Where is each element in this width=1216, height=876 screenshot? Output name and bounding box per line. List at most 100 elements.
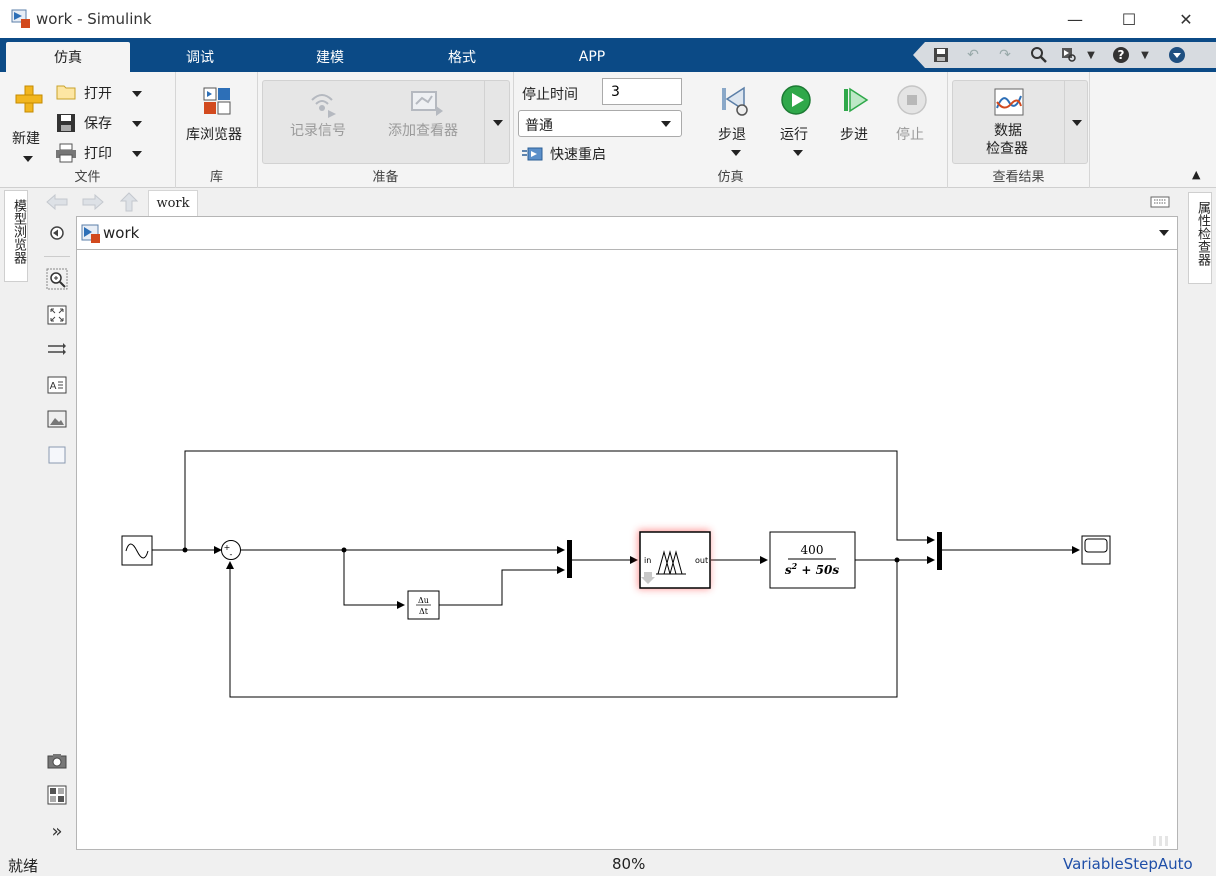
model-address-bar[interactable]: work [76,216,1178,250]
resize-grip-icon [1153,836,1168,846]
log-signals-button[interactable]: 记录信号 [280,86,366,156]
save-icon[interactable] [931,45,951,65]
chevron-down-icon [493,120,503,126]
sum-block[interactable]: + - [221,540,241,560]
library-browser-button[interactable]: 库浏览器 [182,78,252,158]
chevron-down-icon[interactable] [1159,230,1169,236]
library-section-label: 库 [209,170,223,185]
run-button[interactable]: 运行 [772,80,824,164]
print-button[interactable]: 打印 [54,140,154,164]
signal-line[interactable] [343,550,405,609]
up-arrow-icon[interactable] [120,192,138,212]
image-button[interactable] [46,408,68,430]
zoom-button[interactable] [46,268,68,290]
save-button[interactable]: 保存 [54,110,154,134]
fit-to-view-button[interactable] [46,304,68,326]
snapshot-button[interactable] [46,750,68,772]
simulation-mode-select[interactable]: 普通 [518,110,682,137]
data-inspector-button[interactable]: 数据 检查器 [954,82,1062,162]
fast-restart-toggle[interactable]: 快速重启 [520,142,630,166]
help-icon[interactable]: ? [1111,45,1131,65]
expand-ribbon-icon[interactable]: ▲ [1192,168,1201,181]
step-forward-button[interactable]: 步进 [832,80,884,164]
solver-link[interactable]: VariableStepAuto [1063,855,1193,873]
tab-apps[interactable]: APP [578,49,606,65]
tab-modeling[interactable]: 建模 [316,50,344,66]
chevron-down-icon[interactable]: ▼ [1141,49,1149,61]
quick-access-toolbar: ↶ ↷ ▼ ? ▼ [913,42,1216,68]
library-section: 库浏览器 库 [176,72,258,188]
zoom-level[interactable]: 80% [612,855,646,873]
branch-point [182,547,188,553]
tab-format[interactable]: 格式 [448,50,476,66]
status-text: 就绪 [8,857,39,875]
mux-block[interactable] [567,540,572,578]
stop-time-input[interactable] [602,78,682,105]
tab-simulation[interactable]: 仿真 [6,42,130,72]
folder-icon [56,85,76,100]
printer-icon [56,143,76,163]
undo-icon[interactable]: ↶ [967,47,979,63]
fuzzy-in-port-label: in [644,556,651,565]
zoom-in-icon [46,268,68,290]
review-results-section: 数据 检查器 查看结果 [948,72,1090,188]
close-button[interactable]: ✕ [1166,6,1206,32]
navigation-bar: work [38,188,1180,216]
step-back-button[interactable]: 步退 [710,80,762,164]
block-diagram: + - Δu Δt in out [121,450,1111,698]
model-canvas[interactable]: + - Δu Δt in out [76,250,1178,850]
model-path: work [103,224,140,242]
sum-plus-sign: + [224,543,231,552]
add-viewer-button[interactable]: 添加查看器 [382,86,482,156]
annotation-icon: A [47,376,67,394]
expand-palette-icon[interactable]: » [51,820,63,842]
step-forward-icon [844,87,869,113]
signal-line[interactable] [226,560,898,698]
hide-explorer-bar-button[interactable] [46,222,68,244]
stop-button[interactable]: 停止 [888,80,938,164]
property-inspector-tab[interactable]: 属性检查器 [1188,192,1212,284]
area-button[interactable] [46,444,68,466]
data-inspector-icon [994,88,1024,116]
arrows-right-icon [48,343,66,355]
maximize-button[interactable]: ☐ [1109,6,1149,32]
chevron-down-icon [23,156,33,162]
window-title: work - Simulink [36,10,152,28]
forward-arrow-icon[interactable] [82,194,104,210]
sine-wave-block[interactable] [121,535,153,566]
annotation-button[interactable]: A [46,374,68,396]
signal-line[interactable] [184,450,935,550]
derivative-block[interactable]: Δu Δt [407,590,440,620]
signal-line[interactable] [439,566,565,606]
circle-arrow-icon [50,226,64,240]
mux-block[interactable] [937,532,942,570]
breadcrumb-tab-work[interactable]: work [148,190,198,216]
chevron-down-icon [661,121,671,127]
back-arrow-icon[interactable] [46,194,68,210]
collapse-ribbon-icon[interactable] [1167,45,1187,65]
chevron-down-icon[interactable]: ▼ [1087,49,1095,61]
keyboard-icon[interactable] [1150,196,1170,208]
arrange-signals-button[interactable] [46,338,68,360]
simulink-logo-icon [11,9,30,28]
redo-icon[interactable]: ↷ [999,47,1011,63]
search-icon[interactable] [1029,45,1049,65]
tab-debug[interactable]: 调试 [186,50,214,66]
model-data-editor-button[interactable] [46,784,68,806]
minimize-button[interactable]: — [1055,6,1095,32]
derivative-numerator: Δu [418,596,429,605]
maximize-icon: ☐ [1121,9,1137,29]
review-gallery-expand[interactable] [1064,80,1088,164]
model-data-icon [47,785,67,805]
review-section-label: 查看结果 [992,170,1045,185]
fuzzy-logic-controller-block[interactable]: in out [638,530,711,589]
find-model-icon[interactable] [1059,45,1079,65]
new-plus-icon [15,85,43,113]
scope-block[interactable] [1081,535,1111,565]
open-button[interactable]: 打开 [54,80,154,104]
prepare-section-label: 准备 [372,170,399,185]
transfer-function-block[interactable]: 400 s2 + 50s [769,531,856,589]
model-browser-tab[interactable]: 模型浏览器 [4,190,28,282]
new-button[interactable]: 新建 [6,78,50,164]
prepare-gallery-expand[interactable] [484,80,510,164]
